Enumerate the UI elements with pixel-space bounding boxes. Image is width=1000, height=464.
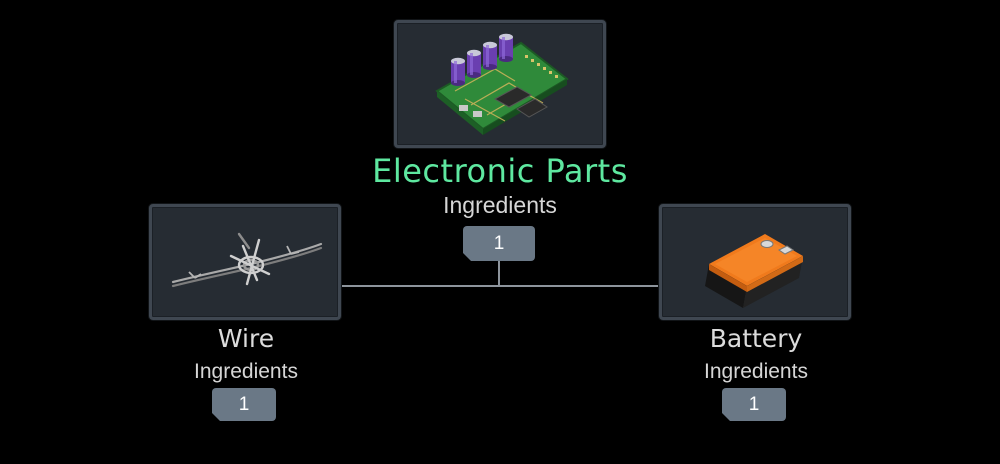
ingredient-subtitle-wire: Ingredients	[194, 360, 298, 383]
result-item-slot[interactable]	[394, 20, 606, 148]
ingredient-slot-wire[interactable]	[149, 204, 341, 320]
ingredient-quantity-badge-wire: 1	[212, 388, 276, 421]
circuit-board-icon	[435, 33, 569, 135]
battery-icon	[705, 234, 803, 308]
barbed-wire-icon	[171, 232, 323, 288]
result-quantity-badge: 1	[463, 226, 535, 261]
ingredient-slot-battery[interactable]	[659, 204, 851, 320]
result-item-name: Electronic Parts	[372, 152, 628, 190]
connector-horizontal	[341, 285, 659, 287]
ingredient-name-battery: Battery	[709, 324, 803, 353]
ingredient-name-wire: Wire	[217, 324, 275, 353]
connector-vertical	[498, 261, 500, 286]
ingredient-subtitle-battery: Ingredients	[704, 360, 808, 383]
ingredient-quantity-badge-battery: 1	[722, 388, 786, 421]
result-item-subtitle: Ingredients	[443, 192, 557, 218]
